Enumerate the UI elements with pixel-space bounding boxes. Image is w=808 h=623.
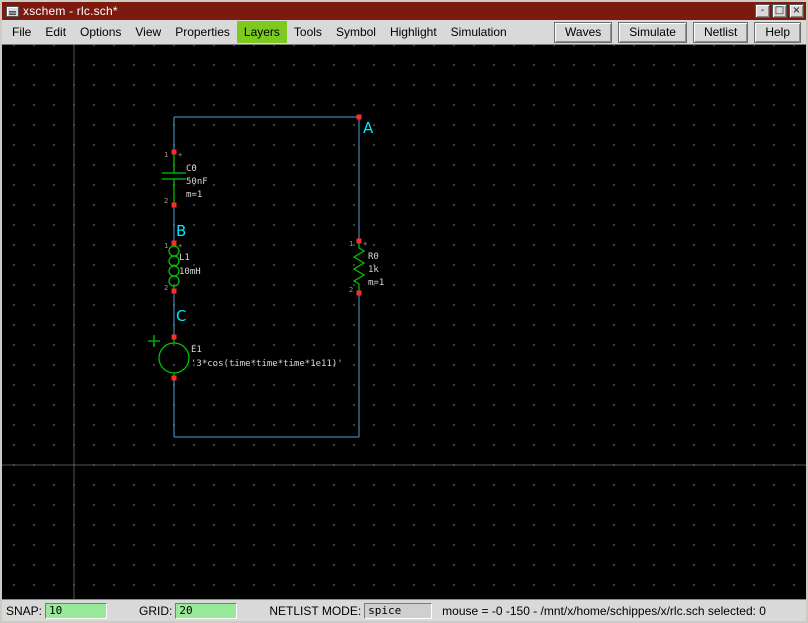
pin[interactable] bbox=[171, 202, 177, 208]
pin[interactable] bbox=[171, 288, 177, 294]
menu-options[interactable]: Options bbox=[80, 25, 122, 39]
pin[interactable] bbox=[356, 114, 362, 120]
capacitor-name[interactable]: C0 bbox=[186, 164, 197, 174]
title-bar[interactable]: xschem - rlc.sch* - □ × bbox=[2, 2, 806, 20]
resistor-name[interactable]: R0 bbox=[368, 252, 379, 262]
inductor-pin1-number: 1 bbox=[164, 242, 168, 250]
inductor-plus-marker: + bbox=[178, 242, 182, 250]
resistor-value[interactable]: 1k bbox=[368, 265, 379, 275]
capacitor-mult[interactable]: m=1 bbox=[186, 190, 202, 200]
netlist-mode-label: NETLIST MODE: bbox=[269, 603, 362, 618]
netlist-mode-input[interactable] bbox=[364, 602, 433, 619]
menu-view[interactable]: View bbox=[135, 25, 162, 39]
snap-input[interactable] bbox=[45, 602, 108, 619]
toolbar-buttons: Waves Simulate Netlist Help bbox=[554, 21, 803, 43]
maximize-button[interactable]: □ bbox=[772, 4, 787, 18]
menu-layers[interactable]: Layers bbox=[236, 21, 287, 43]
inductor-symbol[interactable] bbox=[168, 243, 180, 291]
resistor-symbol[interactable] bbox=[352, 241, 366, 293]
capacitor-value[interactable]: 50nF bbox=[186, 177, 208, 187]
inductor-name[interactable]: L1 bbox=[179, 253, 190, 263]
minimize-button[interactable]: - bbox=[755, 4, 770, 18]
resistor-pin1-number: 1 bbox=[349, 240, 353, 248]
pins bbox=[171, 114, 362, 381]
pin[interactable] bbox=[171, 240, 177, 246]
capacitor-symbol[interactable] bbox=[162, 152, 186, 205]
menu-tools[interactable]: Tools bbox=[293, 25, 322, 39]
resistor-pin2-number: 2 bbox=[349, 286, 353, 294]
node-label-b[interactable]: B bbox=[176, 222, 186, 240]
netlist-button[interactable]: Netlist bbox=[692, 21, 749, 43]
source-value[interactable]: '3*cos(time*time*time*1e11)' bbox=[191, 359, 343, 369]
pin[interactable] bbox=[171, 375, 177, 381]
menu-bar: File Edit Options View Properties Layers… bbox=[2, 20, 806, 45]
window-menu-icon[interactable] bbox=[6, 5, 19, 17]
help-button[interactable]: Help bbox=[754, 21, 801, 43]
simulate-button[interactable]: Simulate bbox=[618, 21, 687, 43]
grid-input[interactable] bbox=[175, 602, 238, 619]
grid-label: GRID: bbox=[139, 603, 173, 618]
menu-edit[interactable]: Edit bbox=[45, 25, 67, 39]
menu-symbol[interactable]: Symbol bbox=[335, 25, 376, 39]
status-bar: SNAP: GRID: NETLIST MODE: mouse = -0 -15… bbox=[2, 599, 806, 621]
pin[interactable] bbox=[171, 334, 177, 340]
pin[interactable] bbox=[356, 238, 362, 244]
menu-properties[interactable]: Properties bbox=[175, 25, 230, 39]
node-label-c[interactable]: C bbox=[176, 307, 186, 325]
schematic-canvas[interactable]: A B C C0 50nF m=1 1 + 2 L1 10mH 1 + 2 E1… bbox=[2, 45, 806, 599]
source-name[interactable]: E1 bbox=[191, 345, 202, 355]
menu-highlight[interactable]: Highlight bbox=[389, 25, 437, 39]
node-label-a[interactable]: A bbox=[363, 119, 374, 137]
capacitor-plus-marker: + bbox=[178, 151, 182, 159]
schematic-drawing: A B C C0 50nF m=1 1 + 2 L1 10mH 1 + 2 E1… bbox=[2, 45, 806, 599]
wires bbox=[173, 116, 360, 438]
menu-simulation[interactable]: Simulation bbox=[450, 25, 507, 39]
close-button[interactable]: × bbox=[789, 4, 804, 18]
waves-button[interactable]: Waves bbox=[554, 21, 613, 43]
resistor-plus-marker: + bbox=[363, 240, 367, 248]
menu-file[interactable]: File bbox=[12, 25, 32, 39]
inductor-value[interactable]: 10mH bbox=[179, 267, 201, 277]
mouse-status-text: mouse = -0 -150 - /mnt/x/home/schippes/x… bbox=[442, 603, 766, 618]
window-title: xschem - rlc.sch* bbox=[23, 4, 118, 18]
inductor-pin2-number: 2 bbox=[164, 284, 168, 292]
pin[interactable] bbox=[356, 290, 362, 296]
snap-label: SNAP: bbox=[6, 603, 43, 618]
window-controls: - □ × bbox=[755, 4, 804, 18]
capacitor-pin2-number: 2 bbox=[164, 197, 168, 205]
pin[interactable] bbox=[171, 149, 177, 155]
capacitor-pin1-number: 1 bbox=[164, 151, 168, 159]
source-symbol[interactable] bbox=[148, 335, 190, 378]
resistor-mult[interactable]: m=1 bbox=[368, 278, 384, 288]
